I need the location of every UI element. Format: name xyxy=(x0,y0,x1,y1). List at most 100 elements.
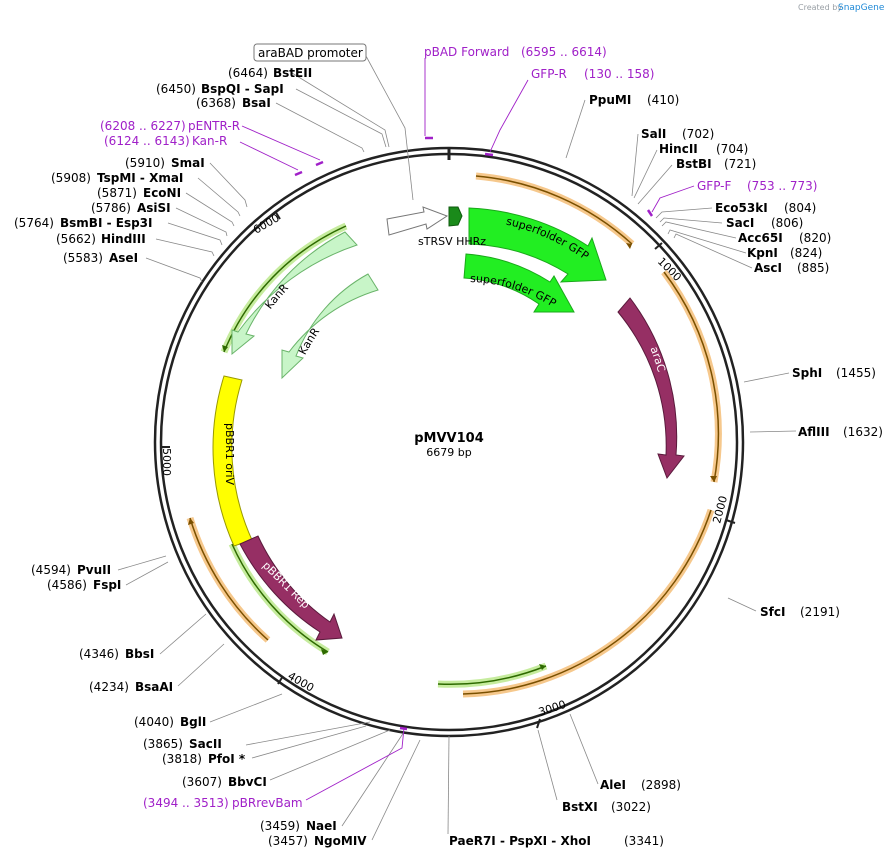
site-name-alei: AleI xyxy=(600,778,626,792)
site-name-asei: AseI xyxy=(109,251,138,265)
site-num-hincii: (704) xyxy=(716,142,748,156)
primer-mark-kanr xyxy=(294,170,303,177)
site-name-bsteii: BstEII xyxy=(273,66,312,80)
site-num-hindiii: (5662) xyxy=(56,232,96,246)
site-name-fspi: FspI xyxy=(93,578,121,592)
site-num-asei: (5583) xyxy=(63,251,103,265)
tick-2000 xyxy=(725,519,736,524)
site-num-saci: (806) xyxy=(771,216,803,230)
tick-1000 xyxy=(654,242,663,250)
site-num-naei: (3459) xyxy=(260,819,300,833)
pbbr1-rep-arrow xyxy=(239,535,343,641)
site-num-bspqi: (6450) xyxy=(156,82,196,96)
primer-mark-gfpf xyxy=(646,209,654,217)
arabad-promoter-label: araBAD promoter xyxy=(258,46,363,60)
site-num-bsai: (6368) xyxy=(196,96,236,110)
site-name-ngomiv: NgoMIV xyxy=(314,834,367,848)
site-num-bbvci: (3607) xyxy=(182,775,222,789)
tick-label-5000: 5000 xyxy=(160,448,173,476)
site-num-tspmi: (5908) xyxy=(51,171,91,185)
pbbr1-oriv-label: pBBR1 oriV xyxy=(223,423,236,486)
site-name-bsaai: BsaAI xyxy=(135,680,173,694)
credit-prefix: Created by xyxy=(798,3,842,12)
site-num-bsteii: (6464) xyxy=(228,66,268,80)
site-num-smai: (5910) xyxy=(125,156,165,170)
feature-left-green-arrow xyxy=(321,649,328,655)
site-num-eco53ki: (804) xyxy=(784,201,816,215)
site-num-bsaai: (4234) xyxy=(89,680,129,694)
site-labels-bottom: AleI (2898) BstXI (3022) PaeR7I - PspXI … xyxy=(31,563,681,848)
site-name-saci: SacI xyxy=(726,216,754,230)
site-num-alei: (2898) xyxy=(641,778,681,792)
primer-range-pbrrevbam: (3494 .. 3513) xyxy=(143,796,229,810)
site-name-asisi: AsiSI xyxy=(137,201,171,215)
primer-name-gfp-r: GFP-R xyxy=(531,67,567,81)
site-num-bbsi: (4346) xyxy=(79,647,119,661)
site-labels-right: PpuMI (410) SalI (702) HincII (704) BstB… xyxy=(589,93,883,619)
leader-lines xyxy=(117,55,797,841)
site-num-paer7i: (3341) xyxy=(624,834,664,848)
site-name-bsmbi: BsmBI - Esp3I xyxy=(60,216,152,230)
feature-bottom-green xyxy=(437,665,547,686)
site-num-sacii: (3865) xyxy=(143,737,183,751)
primer-range-gfp-r: (130 .. 158) xyxy=(584,67,654,81)
site-name-hindiii: HindIII xyxy=(101,232,146,246)
primer-mark-pentr xyxy=(315,160,324,167)
site-num-afliii: (1632) xyxy=(843,425,883,439)
strsv-hhrz-feature xyxy=(448,206,463,227)
primer-leader-lines xyxy=(239,58,695,801)
site-num-bsmbi: (5764) xyxy=(14,216,54,230)
site-name-bbsi: BbsI xyxy=(125,647,154,661)
site-name-sfci: SfcI xyxy=(760,605,785,619)
site-name-paer7i: PaeR7I - PspXI - XhoI xyxy=(449,834,591,848)
site-name-pvuii: PvuII xyxy=(77,563,111,577)
arabad-promoter-arrow xyxy=(386,206,449,236)
primer-marks xyxy=(294,136,654,731)
site-num-ngomiv: (3457) xyxy=(268,834,308,848)
site-labels-left: (6464) BstEII (6450) BspQI - SapI (6368)… xyxy=(14,66,312,265)
site-num-asci: (885) xyxy=(797,261,829,275)
primer-range-pentr-r: (6208 .. 6227) xyxy=(100,119,186,133)
feature-bottom-orange-glow xyxy=(462,508,715,698)
site-name-bstxi: BstXI xyxy=(562,800,598,814)
site-num-econi: (5871) xyxy=(97,186,137,200)
site-num-sphi: (1455) xyxy=(836,366,876,380)
site-num-bstxi: (3022) xyxy=(611,800,651,814)
feature-top-orange xyxy=(475,175,633,245)
primer-name-pentr-r: pENTR-R xyxy=(188,119,240,133)
site-num-asisi: (5786) xyxy=(91,201,131,215)
site-name-ppumi: PpuMI xyxy=(589,93,631,107)
superfolder-gfp-2-arrow xyxy=(463,253,575,313)
primer-name-pbrrevbam: pBRrevBam xyxy=(232,796,303,810)
primer-labels: pBAD Forward (6595 .. 6614) GFP-R (130 .… xyxy=(100,45,817,810)
superfolder-gfp-1-arrow xyxy=(468,207,607,283)
tick-label-3000: 3000 xyxy=(537,698,568,719)
site-name-pfoi: PfoI * xyxy=(208,752,246,766)
site-name-bstbi: BstBI xyxy=(676,157,712,171)
site-num-ppumi: (410) xyxy=(647,93,679,107)
site-name-tspmi: TspMI - XmaI xyxy=(97,171,183,185)
site-name-bspqi: BspQI - SapI xyxy=(201,82,284,96)
primer-name-kan-r: Kan-R xyxy=(192,134,227,148)
plasmid-size: 6679 bp xyxy=(426,446,471,459)
primer-name-gfp-f: GFP-F xyxy=(697,179,732,193)
primer-range-kan-r: (6124 .. 6143) xyxy=(104,134,190,148)
site-name-kpni: KpnI xyxy=(747,246,778,260)
site-num-pvuii: (4594) xyxy=(31,563,71,577)
feature-left-orange-arrow xyxy=(188,518,194,525)
feature-left-green xyxy=(231,543,329,653)
primer-name-pbad-forward: pBAD Forward xyxy=(424,45,509,59)
kanr-2-arrow xyxy=(281,273,379,380)
feature-kan-green-arrow xyxy=(222,345,228,352)
site-num-sfci: (2191) xyxy=(800,605,840,619)
site-name-afliii: AflIII xyxy=(798,425,830,439)
site-num-pfoi: (3818) xyxy=(162,752,202,766)
site-num-bgli: (4040) xyxy=(134,715,174,729)
feature-right-orange xyxy=(663,271,720,483)
arabad-promoter-label-box xyxy=(253,43,367,62)
site-name-econi: EcoNI xyxy=(143,186,181,200)
thin-features xyxy=(186,172,722,698)
feature-bottom-green-arrow xyxy=(539,664,546,670)
site-num-bstbi: (721) xyxy=(724,157,756,171)
